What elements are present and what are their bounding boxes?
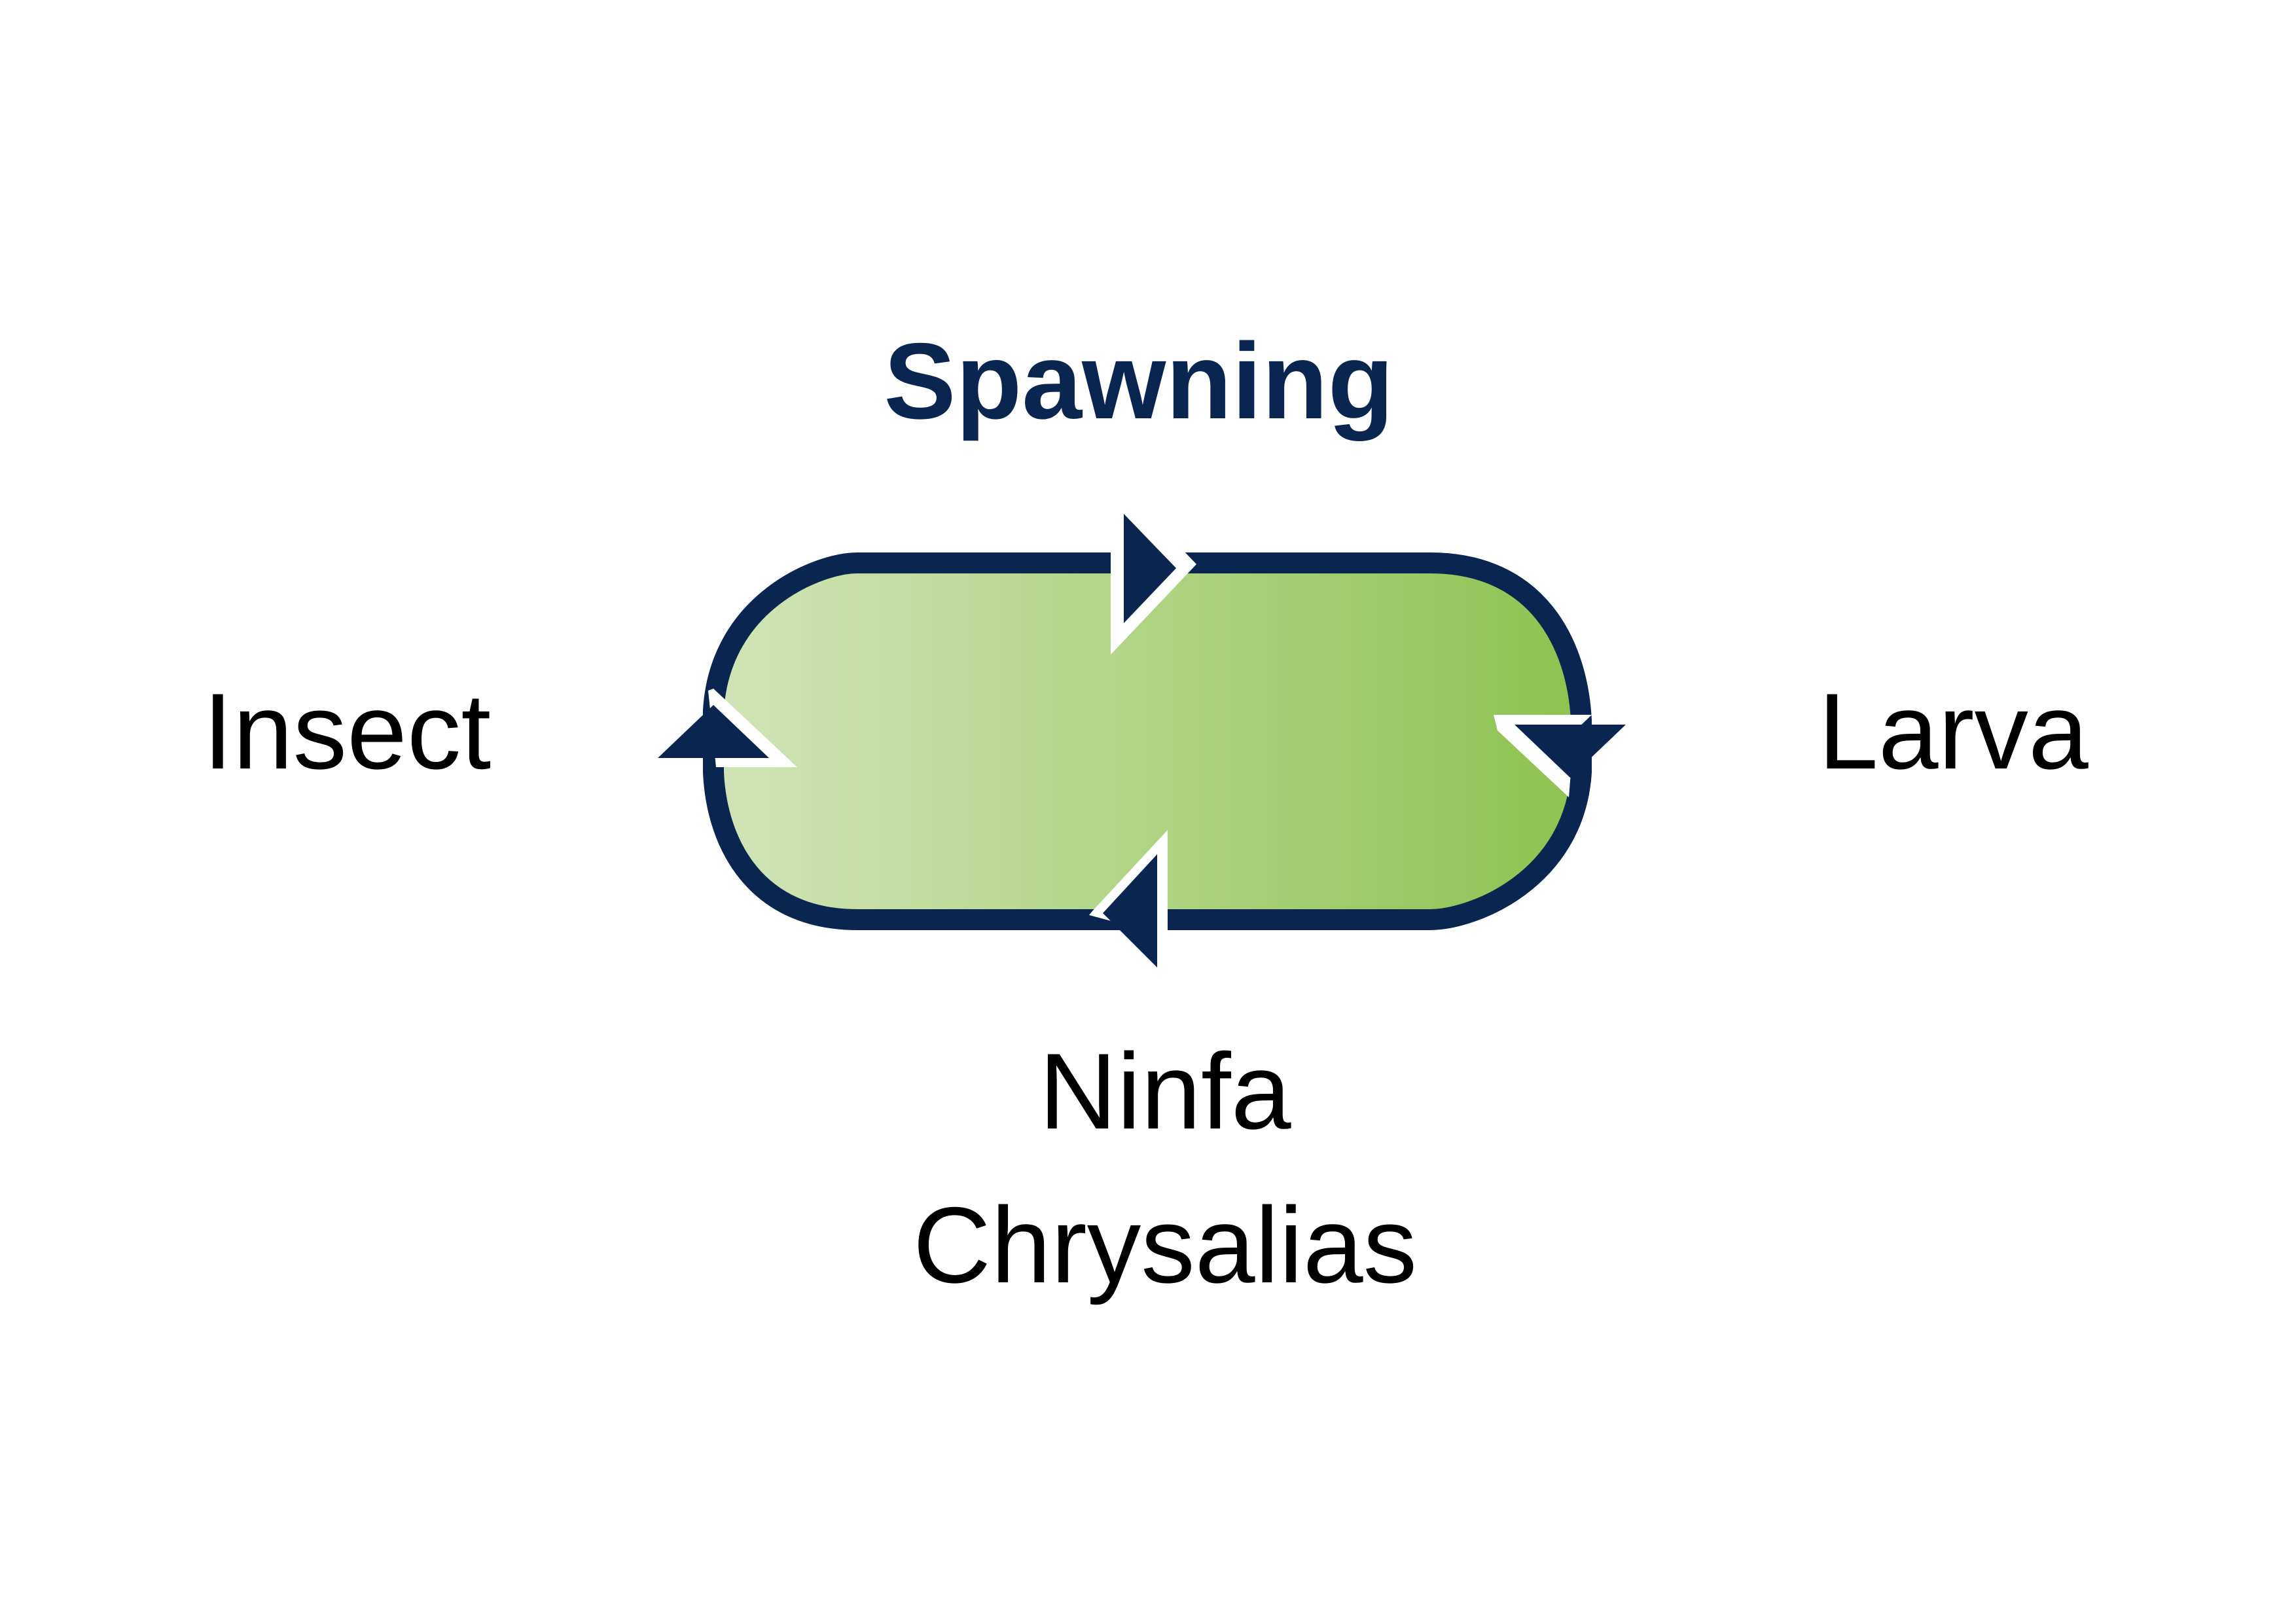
stage-label-ninfa: Ninfa xyxy=(1039,1031,1291,1151)
cycle-loop xyxy=(703,552,1592,930)
arrow-top xyxy=(1111,478,1196,655)
stage-label-spawning: Spawning xyxy=(884,321,1394,441)
stage-label-larva: Larva xyxy=(1818,671,2089,791)
arrow-right xyxy=(1494,715,1626,797)
stage-label-chrysalias: Chrysalias xyxy=(912,1185,1418,1305)
arrow-bottom xyxy=(1089,830,1168,967)
stage-label-insect: Insect xyxy=(203,671,492,791)
arrow-left xyxy=(658,689,797,767)
